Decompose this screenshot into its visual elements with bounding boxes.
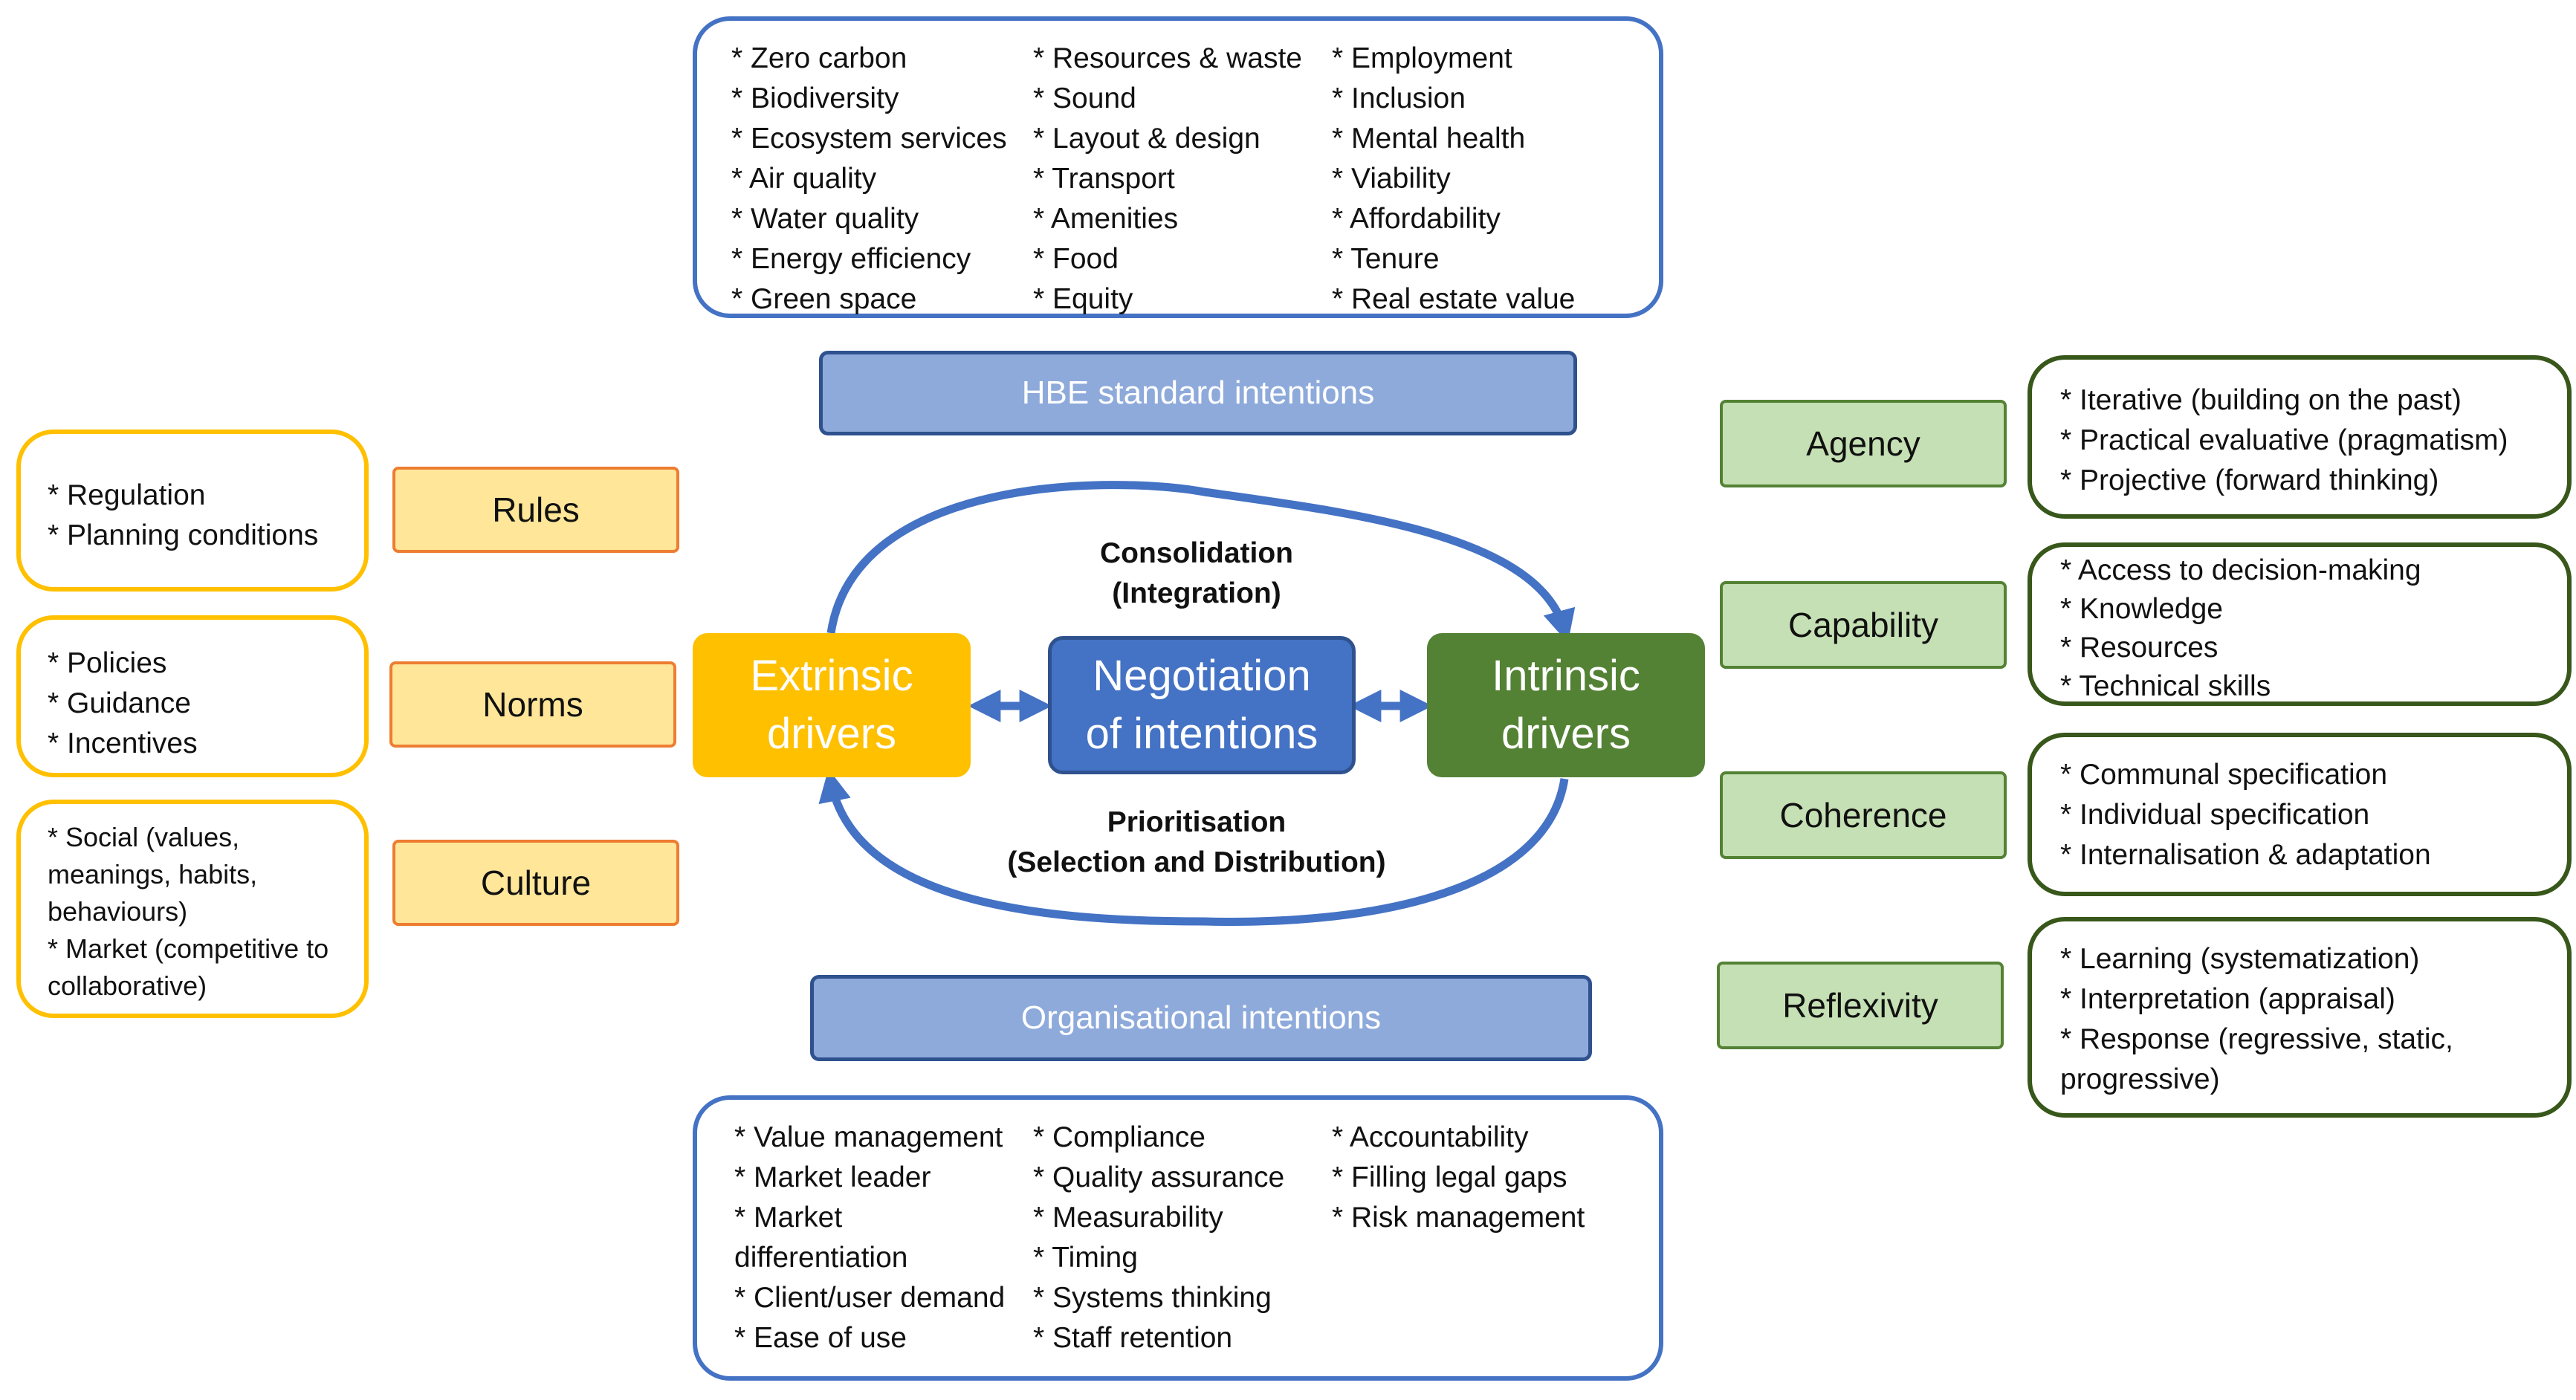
list-item: * Water quality [731, 203, 919, 235]
prioritisation-label: Prioritisation (Selection and Distributi… [966, 803, 1427, 883]
prioritisation-arc [818, 768, 1569, 926]
prioritisation-subtitle: (Selection and Distribution) [1007, 846, 1386, 878]
list-item: * Measurability [1033, 1202, 1223, 1234]
list-item: * Iterative (building on the past) [2060, 384, 2462, 416]
list-item: * Learning (systematization) [2060, 943, 2420, 975]
list-item: * Knowledge [2060, 593, 2223, 625]
list-item: * Practical evaluative (pragmatism) [2060, 424, 2508, 456]
agency-items-box: * Iterative (building on the past) * Pra… [2028, 355, 2572, 519]
list-item: * Quality assurance [1033, 1161, 1285, 1193]
list-item: * Equity [1033, 283, 1133, 315]
list-item: * Policies [48, 647, 167, 679]
list-item: * Response (regressive, static, progress… [2060, 1023, 2453, 1095]
rules-items-box: * Regulation * Planning conditions [16, 430, 369, 592]
coherence-items-box: * Communal specification * Individual sp… [2028, 733, 2572, 896]
agency-tag: Agency [1720, 400, 2007, 487]
hbe-standard-intentions-banner: HBE standard intentions [819, 351, 1577, 435]
norms-items-box: * Policies * Guidance * Incentives [16, 615, 369, 777]
organisational-intentions-box: * Value management * Market leader * Mar… [693, 1095, 1663, 1381]
negotiation-title-line1: Negotiation [1093, 652, 1311, 700]
list-item: * Layout & design [1033, 123, 1261, 155]
list-item: * Planning conditions [48, 519, 319, 551]
list-item: * Individual specification [2060, 799, 2370, 831]
list-item: * Market (competitive to collaborative) [48, 933, 329, 1001]
list-item: * Resources & waste [1033, 42, 1302, 74]
prioritisation-title: Prioritisation [1107, 806, 1287, 838]
norms-tag: Norms [389, 661, 676, 748]
list-item: * Client/user demand [734, 1282, 1006, 1314]
hbe-col-2: * Resources & waste * Sound * Layout & d… [1033, 39, 1302, 320]
list-item: * Green space [731, 283, 917, 315]
org-col-1: * Value management * Market leader * Mar… [734, 1118, 1017, 1358]
list-item: * Ease of use [734, 1322, 907, 1354]
negotiation-of-intentions-box: Negotiation of intentions [1048, 636, 1356, 774]
list-item: * Technical skills [2060, 670, 2271, 702]
consolidation-subtitle: (Integration) [1112, 577, 1281, 609]
list-item: * Biodiversity [731, 82, 899, 114]
list-item: * Ecosystem services [731, 123, 1007, 155]
extrinsic-title-line2: drivers [766, 710, 897, 758]
consolidation-label: Consolidation (Integration) [1041, 534, 1353, 614]
hbe-col-3: * Employment * Inclusion * Mental health… [1332, 39, 1575, 320]
extrinsic-drivers-box: Extrinsic drivers [693, 633, 971, 777]
list-item: * Regulation [48, 479, 206, 511]
intrinsic-title-line1: Intrinsic [1492, 652, 1640, 700]
list-item: * Resources [2060, 632, 2219, 664]
list-item: * Timing [1033, 1242, 1138, 1274]
consolidation-arc [826, 481, 1576, 643]
list-item: * Internalisation & adaptation [2060, 839, 2431, 871]
capability-tag: Capability [1720, 581, 2007, 669]
culture-tag: Culture [392, 840, 679, 926]
list-item: * Affordability [1332, 203, 1501, 235]
extrinsic-title-line1: Extrinsic [750, 652, 913, 700]
reflexivity-items-box: * Learning (systematization) * Interpret… [2028, 917, 2572, 1118]
list-item: * Communal specification [2060, 759, 2388, 791]
list-item: * Projective (forward thinking) [2060, 464, 2439, 496]
list-item: * Guidance [48, 687, 191, 719]
list-item: * Zero carbon [731, 42, 907, 74]
list-item: * Social (values, meanings, habits, beha… [48, 822, 258, 927]
intrinsic-drivers-box: Intrinsic drivers [1427, 633, 1705, 777]
list-item: * Mental health [1332, 123, 1526, 155]
list-item: * Interpretation (appraisal) [2060, 983, 2395, 1015]
list-item: * Employment [1332, 42, 1512, 74]
intrinsic-title-line2: drivers [1501, 710, 1631, 758]
negotiation-title-line2: of intentions [1085, 710, 1318, 758]
capability-items-box: * Access to decision-making * Knowledge … [2028, 542, 2572, 706]
list-item: * Value management [734, 1121, 1003, 1153]
org-col-3: * Accountability * Filling legal gaps * … [1332, 1118, 1585, 1238]
coherence-tag: Coherence [1720, 771, 2007, 859]
list-item: * Viability [1332, 163, 1451, 195]
list-item: * Sound [1033, 82, 1136, 114]
list-item: * Incentives [48, 727, 198, 759]
list-item: * Filling legal gaps [1332, 1161, 1567, 1193]
list-item: * Transport [1033, 163, 1175, 195]
list-item: * Market differentiation [734, 1202, 908, 1274]
organisational-intentions-banner: Organisational intentions [810, 975, 1592, 1061]
list-item: * Amenities [1033, 203, 1179, 235]
list-item: * Systems thinking [1033, 1282, 1272, 1314]
list-item: * Tenure [1332, 243, 1440, 275]
consolidation-title: Consolidation [1100, 537, 1293, 569]
list-item: * Inclusion [1332, 82, 1466, 114]
culture-items-box: * Social (values, meanings, habits, beha… [16, 800, 369, 1018]
list-item: * Food [1033, 243, 1119, 275]
reflexivity-tag: Reflexivity [1717, 962, 2004, 1049]
list-item: * Accountability [1332, 1121, 1529, 1153]
list-item: * Access to decision-making [2060, 554, 2421, 586]
hbe-intentions-box: * Zero carbon * Biodiversity * Ecosystem… [693, 16, 1663, 318]
list-item: * Energy efficiency [731, 243, 971, 275]
list-item: * Air quality [731, 163, 877, 195]
list-item: * Risk management [1332, 1202, 1585, 1234]
org-col-2: * Compliance * Quality assurance * Measu… [1033, 1118, 1284, 1358]
list-item: * Staff retention [1033, 1322, 1233, 1354]
rules-tag: Rules [392, 467, 679, 553]
list-item: * Market leader [734, 1161, 931, 1193]
list-item: * Real estate value [1332, 283, 1576, 315]
hbe-col-1: * Zero carbon * Biodiversity * Ecosystem… [731, 39, 1007, 320]
list-item: * Compliance [1033, 1121, 1206, 1153]
